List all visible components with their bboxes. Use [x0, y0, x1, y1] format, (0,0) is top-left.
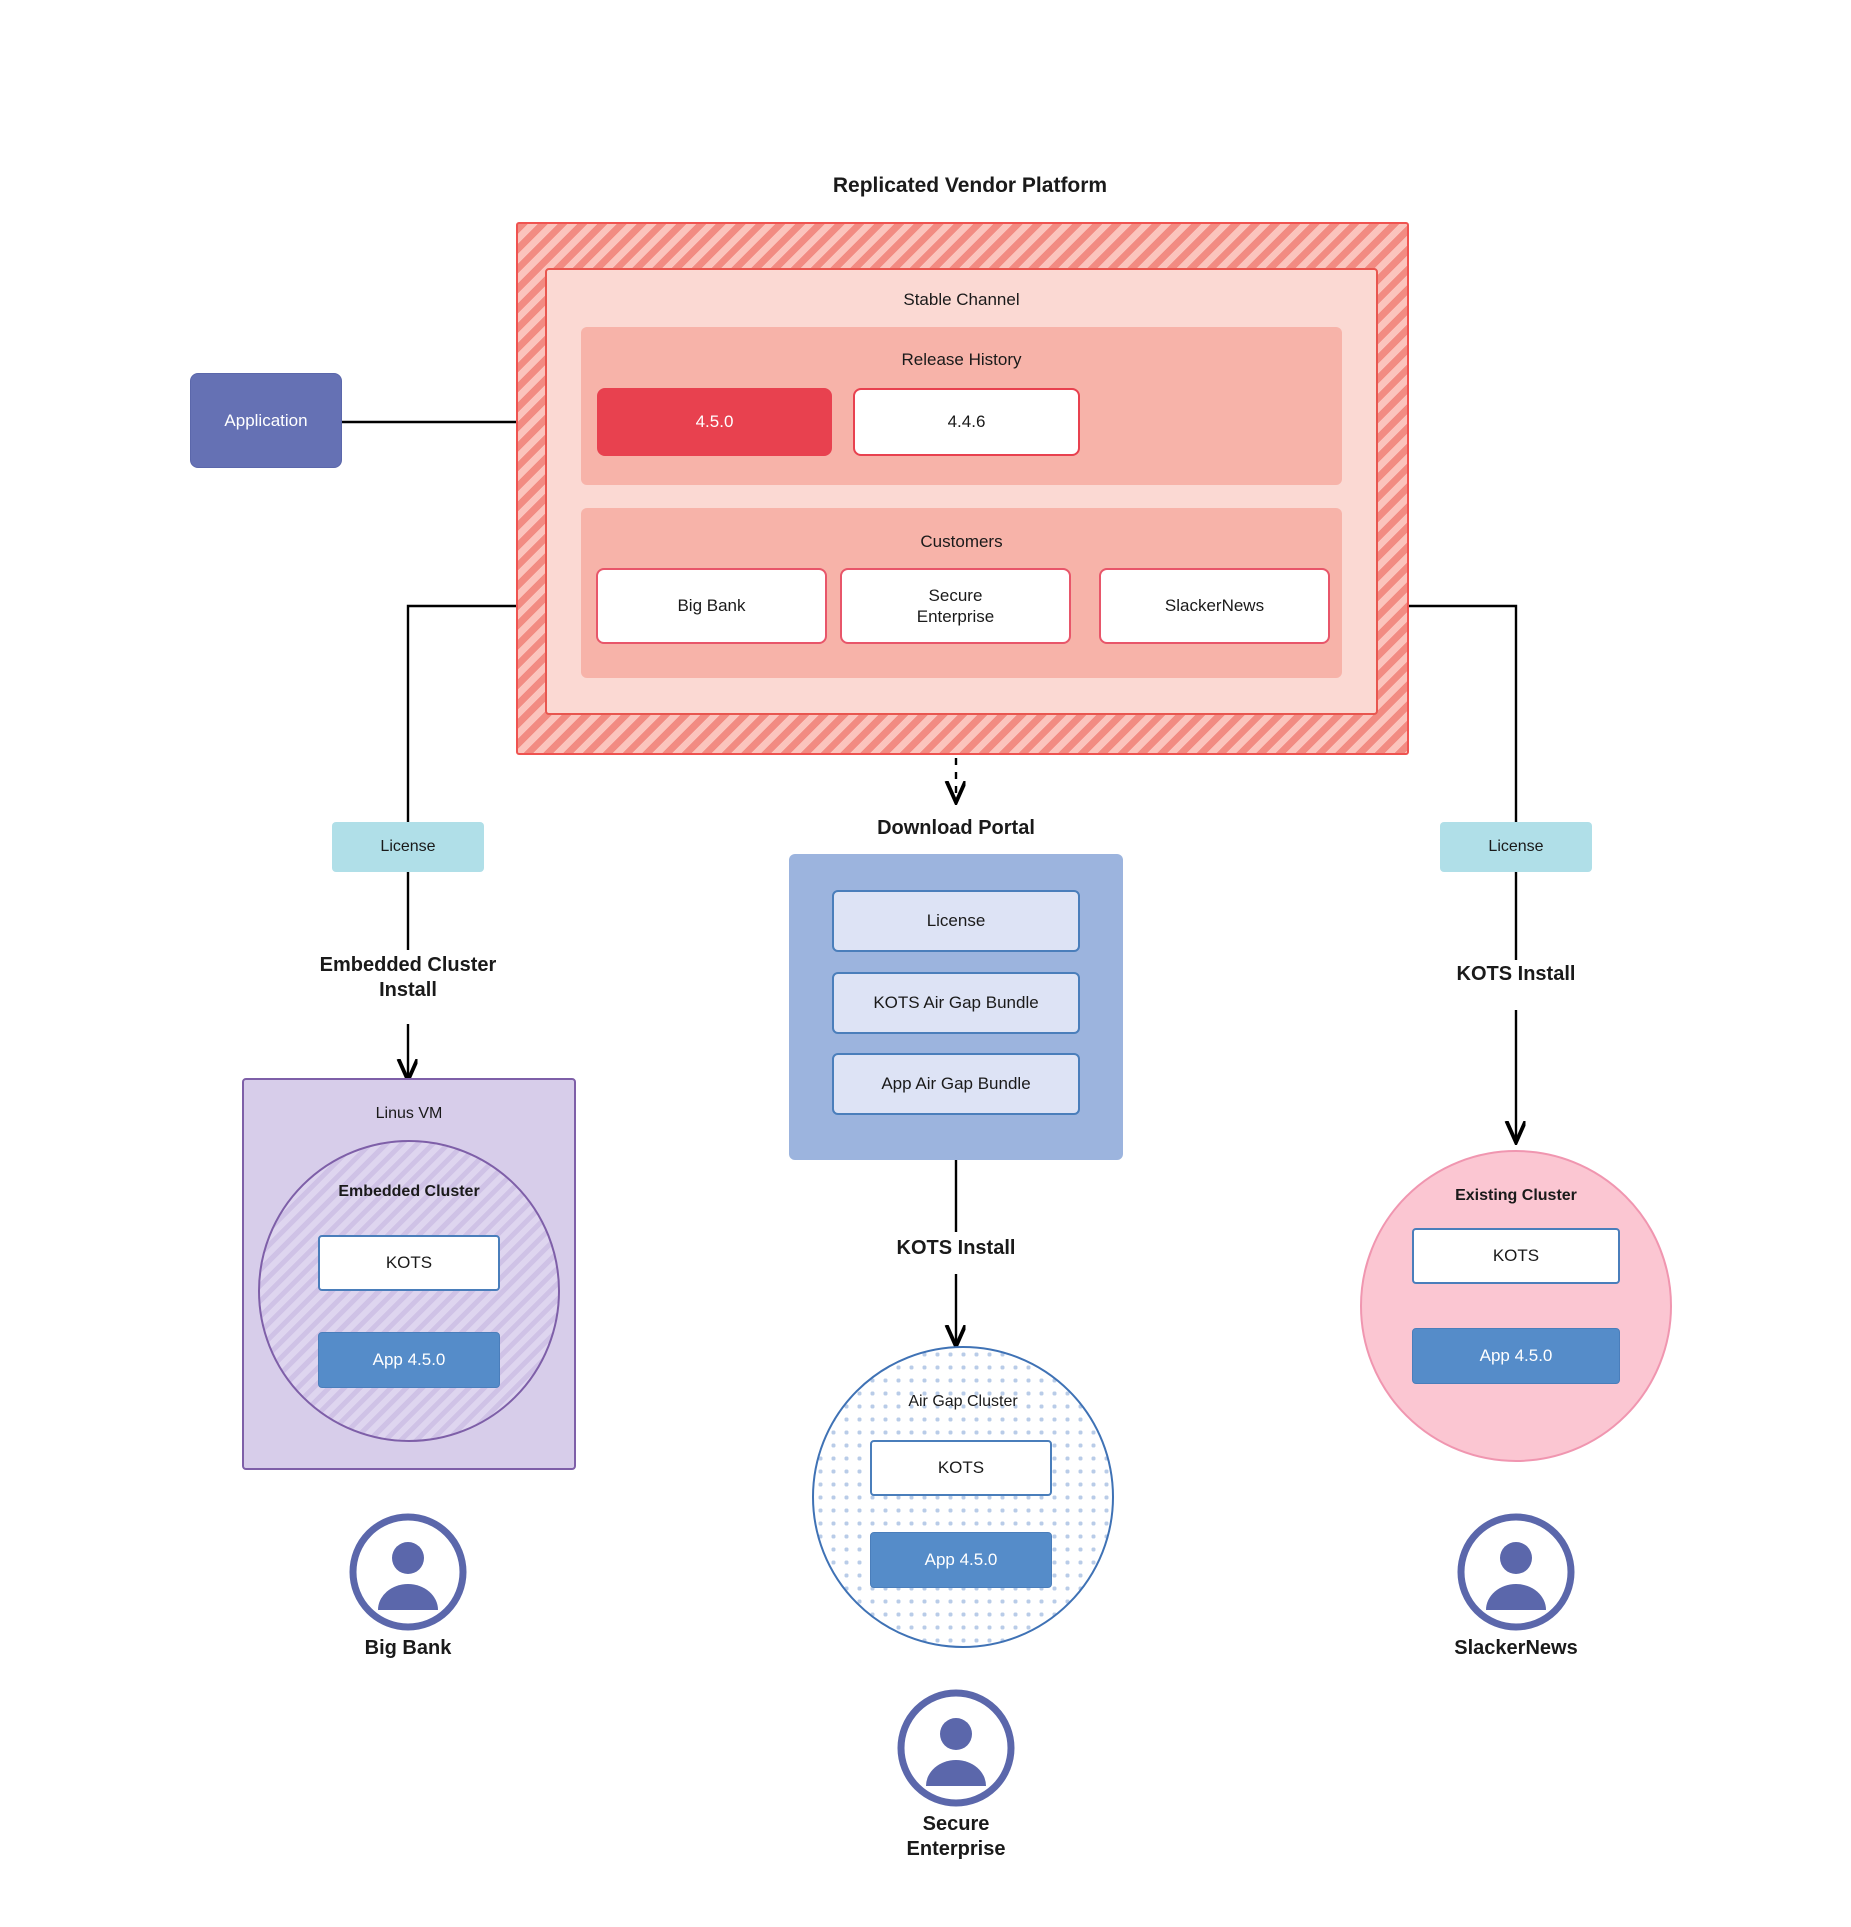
download-portal-title: Download Portal [877, 816, 1035, 839]
air-gap-cluster-label: Air Gap Cluster [908, 1393, 1018, 1410]
existing-app-box[interactable]: App 4.5.0 [1412, 1328, 1620, 1384]
portal-item-kots-airgap-bundle[interactable]: KOTS Air Gap Bundle [832, 972, 1080, 1034]
application-node[interactable]: Application [190, 373, 342, 468]
customer-slackernews[interactable]: SlackerNews [1099, 568, 1330, 644]
customer-secure-enterprise[interactable]: Secure Enterprise [840, 568, 1071, 644]
kots-install-label-center: KOTS Install [896, 1236, 1016, 1259]
customer-big-bank[interactable]: Big Bank [596, 568, 827, 644]
avatar-big-bank [348, 1512, 468, 1632]
license-chip-right[interactable]: License [1440, 822, 1592, 872]
linux-vm-label: Linus VM [375, 1105, 443, 1122]
license-chip-left[interactable]: License [332, 822, 484, 872]
airgap-app-box[interactable]: App 4.5.0 [870, 1532, 1052, 1588]
embedded-install-label: Embedded Cluster Install [319, 954, 497, 1001]
kots-install-label-right: KOTS Install [1456, 962, 1576, 985]
avatar-slackernews [1456, 1512, 1576, 1632]
existing-kots-box[interactable]: KOTS [1412, 1228, 1620, 1284]
air-gap-cluster-circle [812, 1346, 1114, 1648]
customers-label: Customers [920, 532, 1003, 552]
stable-channel-label: Stable Channel [903, 290, 1020, 310]
release-item-previous[interactable]: 4.4.6 [853, 388, 1080, 456]
persona-label-secure-enterprise: Secure Enterprise [906, 1813, 1006, 1860]
embedded-cluster-label: Embedded Cluster [338, 1183, 480, 1200]
existing-cluster-label: Existing Cluster [1455, 1187, 1577, 1204]
vm-app-box[interactable]: App 4.5.0 [318, 1332, 500, 1388]
existing-cluster-circle [1360, 1150, 1672, 1462]
portal-item-license[interactable]: License [832, 890, 1080, 952]
portal-item-app-airgap-bundle[interactable]: App Air Gap Bundle [832, 1053, 1080, 1115]
persona-label-big-bank: Big Bank [364, 1637, 452, 1659]
airgap-kots-box[interactable]: KOTS [870, 1440, 1052, 1496]
release-history-label: Release History [901, 350, 1022, 370]
release-item-current[interactable]: 4.5.0 [597, 388, 832, 456]
page-title: Replicated Vendor Platform [832, 173, 1108, 197]
persona-label-slackernews: SlackerNews [1454, 1637, 1578, 1659]
avatar-secure-enterprise [896, 1688, 1016, 1808]
embedded-cluster-circle [258, 1140, 560, 1442]
vm-kots-box[interactable]: KOTS [318, 1235, 500, 1291]
